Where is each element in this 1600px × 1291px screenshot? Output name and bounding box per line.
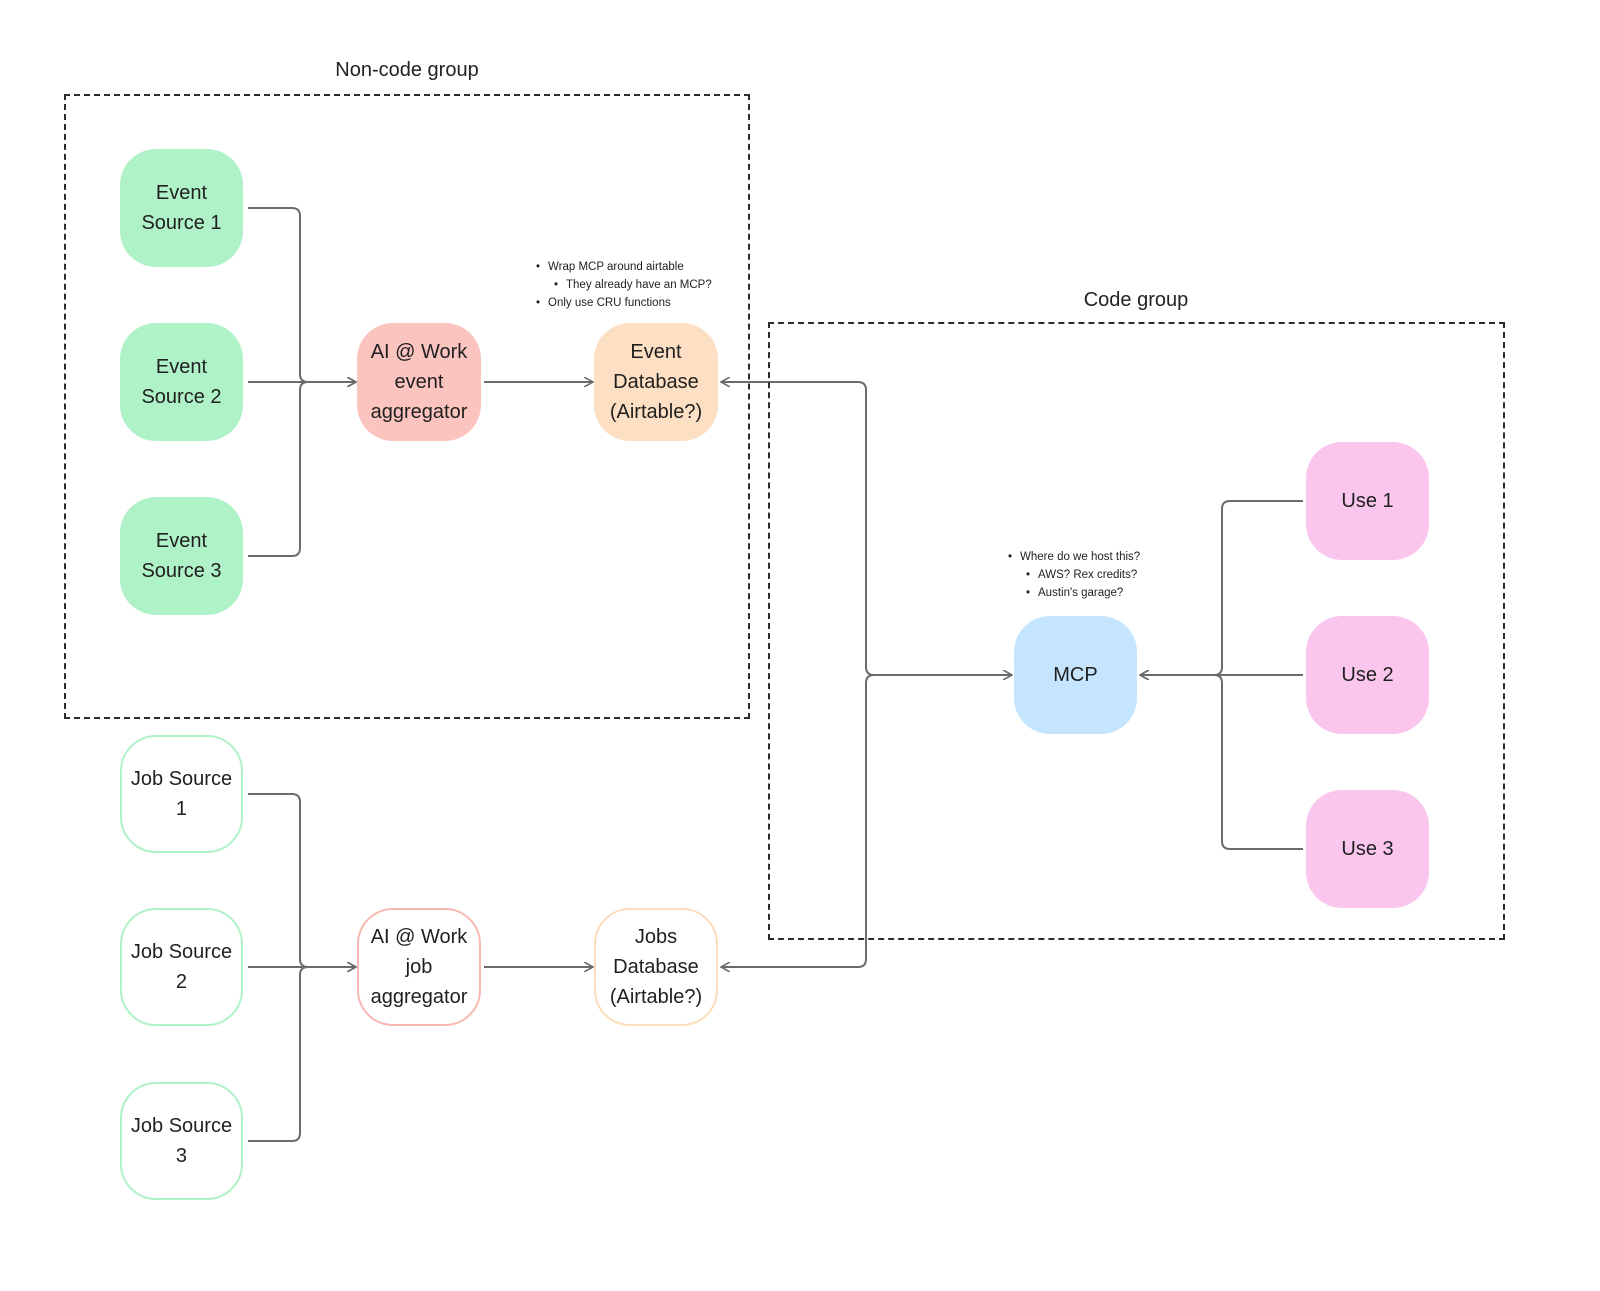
airtable-notes: Wrap MCP around airtable They already ha… bbox=[536, 258, 712, 312]
mcp-node[interactable]: MCP bbox=[1014, 616, 1137, 734]
connector-job-source-1-to-aggregator bbox=[248, 793, 356, 967]
note-subitem: They already have an MCP? bbox=[554, 276, 712, 294]
connector-job-source-3-to-aggregator bbox=[248, 966, 309, 1142]
code-group-box bbox=[768, 322, 1505, 940]
job-source-3-node[interactable]: Job Source 3 bbox=[120, 1082, 243, 1200]
connector-event-source-3-to-aggregator bbox=[248, 381, 309, 557]
node-label: Use 3 bbox=[1341, 838, 1394, 860]
event-source-2-node[interactable]: Event Source 2 bbox=[120, 323, 243, 441]
node-label: Jobs Database (Airtable?) bbox=[609, 926, 703, 1008]
job-source-1-node[interactable]: Job Source 1 bbox=[120, 735, 243, 853]
node-label: AI @ Work event aggregator bbox=[370, 341, 468, 423]
connector-mcp-to-jobs-database bbox=[721, 674, 875, 967]
event-source-1-node[interactable]: Event Source 1 bbox=[120, 149, 243, 267]
event-database-node[interactable]: Event Database (Airtable?) bbox=[594, 323, 718, 441]
note-item: Only use CRU functions bbox=[536, 294, 712, 312]
hosting-notes: Where do we host this? AWS? Rex credits?… bbox=[1008, 548, 1140, 602]
node-label: Use 2 bbox=[1341, 664, 1394, 686]
note-item: Wrap MCP around airtable bbox=[536, 258, 712, 276]
node-label: Event Source 3 bbox=[141, 530, 222, 582]
note-subitem: AWS? Rex credits? bbox=[1026, 566, 1140, 584]
node-label: Use 1 bbox=[1341, 490, 1394, 512]
node-label: Job Source 3 bbox=[130, 1115, 233, 1167]
use-3-node[interactable]: Use 3 bbox=[1306, 790, 1429, 908]
node-label: Job Source 1 bbox=[130, 768, 233, 820]
event-aggregator-node[interactable]: AI @ Work event aggregator bbox=[357, 323, 481, 441]
event-source-3-node[interactable]: Event Source 3 bbox=[120, 497, 243, 615]
node-label: Job Source 2 bbox=[130, 941, 233, 993]
use-1-node[interactable]: Use 1 bbox=[1306, 442, 1429, 560]
jobs-database-node[interactable]: Jobs Database (Airtable?) bbox=[594, 908, 718, 1026]
noncode-group-box bbox=[64, 94, 750, 719]
note-subitem: Austin's garage? bbox=[1026, 584, 1140, 602]
connector-use-3-to-mcp bbox=[1213, 674, 1303, 850]
job-aggregator-node[interactable]: AI @ Work job aggregator bbox=[357, 908, 481, 1026]
noncode-group-label: Non-code group bbox=[335, 59, 479, 81]
node-label: AI @ Work job aggregator bbox=[370, 926, 468, 1008]
code-group-label: Code group bbox=[1083, 289, 1189, 311]
job-source-2-node[interactable]: Job Source 2 bbox=[120, 908, 243, 1026]
note-item: Where do we host this? bbox=[1008, 548, 1140, 566]
node-label: Event Source 2 bbox=[141, 356, 222, 408]
node-label: Event Source 1 bbox=[141, 182, 222, 234]
node-label: MCP bbox=[1053, 664, 1098, 686]
use-2-node[interactable]: Use 2 bbox=[1306, 616, 1429, 734]
node-label: Event Database (Airtable?) bbox=[609, 341, 703, 423]
